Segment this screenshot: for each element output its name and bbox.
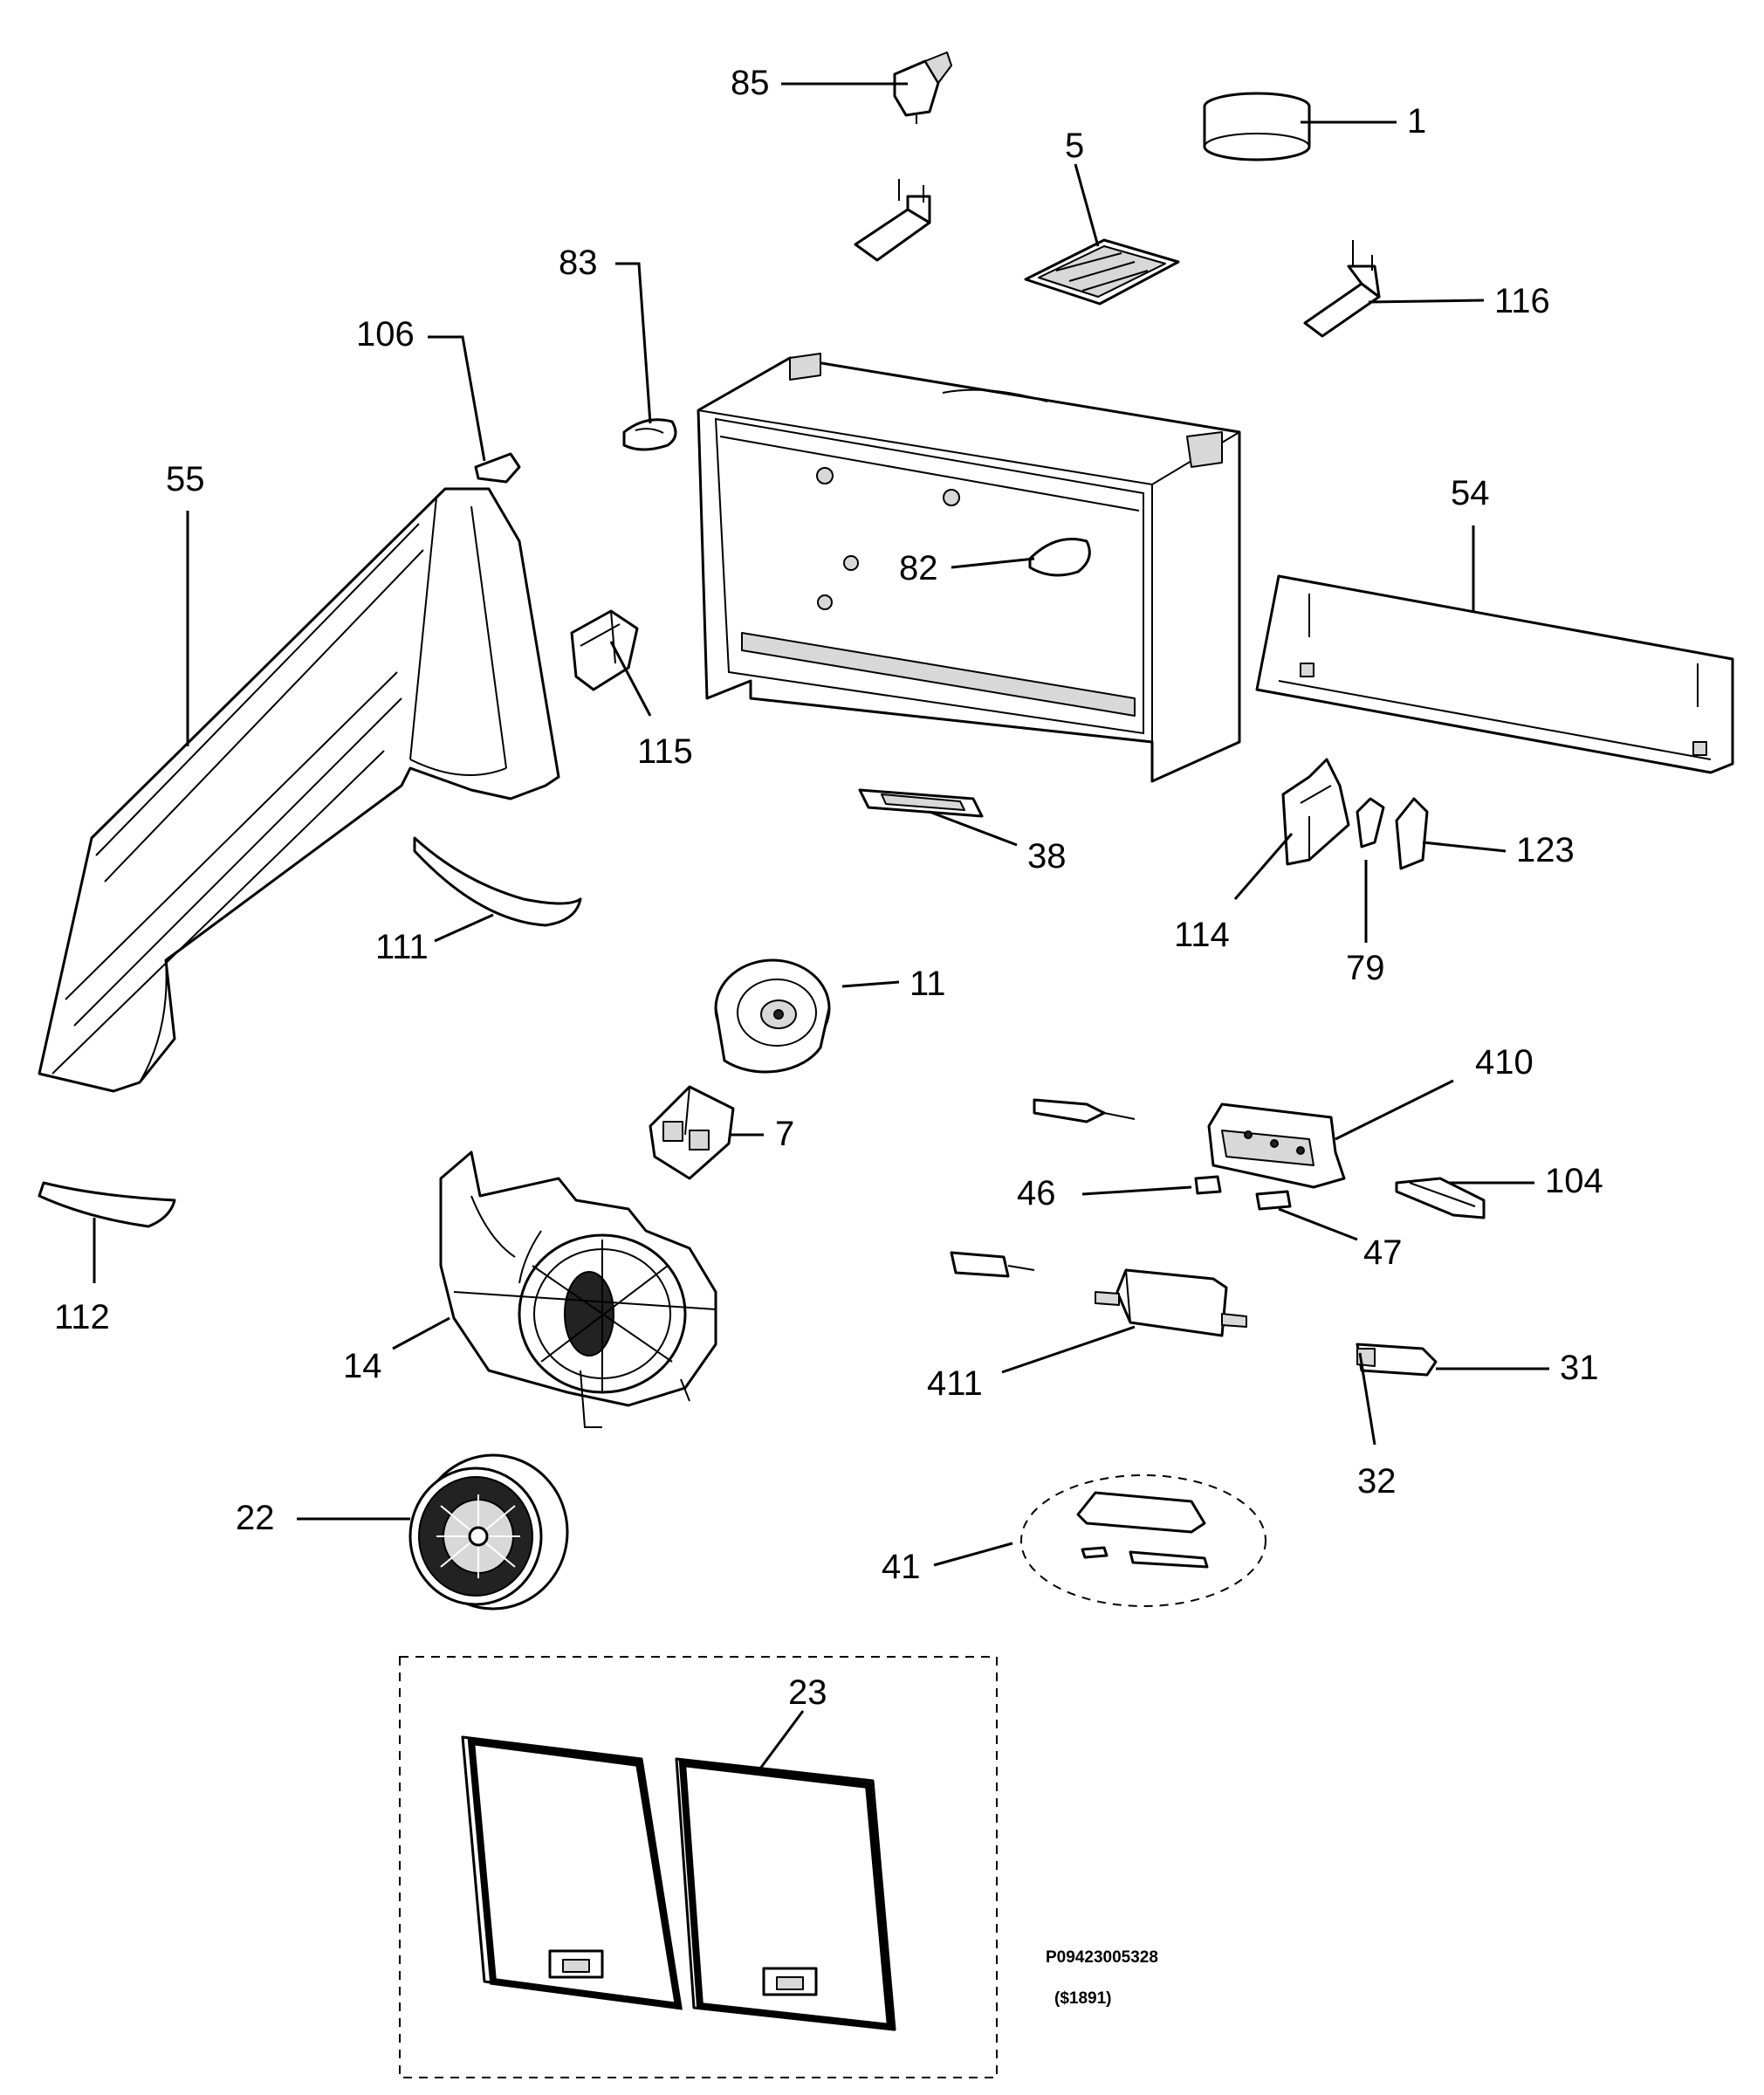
part-85-bracket — [893, 52, 952, 124]
callout-7: 7 — [775, 1115, 794, 1153]
leader-5 — [1074, 163, 1100, 247]
revision-code: ($1891) — [1054, 1989, 1112, 2008]
part-411-light-module — [1095, 1268, 1247, 1337]
callout-83: 83 — [559, 244, 598, 282]
leader-41 — [933, 1542, 1013, 1567]
leader-115 — [609, 641, 652, 717]
leader-411 — [1001, 1325, 1136, 1374]
part-82-clip — [1028, 538, 1091, 577]
callout-79: 79 — [1346, 949, 1385, 987]
callout-32: 32 — [1357, 1462, 1397, 1501]
callout-104: 104 — [1545, 1162, 1603, 1200]
leader-23 — [756, 1710, 805, 1773]
leader-114 — [1233, 833, 1294, 900]
leader-14 — [392, 1316, 450, 1350]
part-410-control-board — [1207, 1102, 1346, 1189]
part-54-front-panel — [1255, 574, 1734, 774]
part-14-blower — [439, 1151, 717, 1428]
callout-23: 23 — [788, 1673, 827, 1712]
part-106-clip — [474, 452, 521, 484]
drawing-number: P09423005328 — [1046, 1948, 1158, 1967]
callout-31: 31 — [1560, 1349, 1599, 1387]
callout-54: 54 — [1451, 474, 1490, 512]
callout-22: 22 — [236, 1499, 275, 1537]
callout-106: 106 — [356, 315, 415, 354]
part-22-blower-wheel — [408, 1453, 569, 1611]
callout-115: 115 — [637, 732, 693, 771]
leader-82 — [951, 557, 1035, 569]
callout-410: 410 — [1475, 1043, 1534, 1082]
part-7-switch-block — [649, 1085, 735, 1180]
callout-14: 14 — [343, 1347, 382, 1385]
callout-11: 11 — [909, 965, 946, 1003]
callout-411: 411 — [927, 1364, 983, 1403]
part-104-lamp — [1395, 1177, 1486, 1219]
callout-46: 46 — [1017, 1174, 1056, 1212]
leader-410 — [1335, 1079, 1454, 1141]
part-23-grease-filters — [399, 1656, 998, 2078]
part-11-fan-wheel — [714, 958, 831, 1074]
part-1-collar — [1203, 92, 1311, 161]
callout-114: 114 — [1174, 916, 1230, 954]
part-lamp-lower — [950, 1251, 1035, 1278]
part-111-trim — [413, 836, 582, 927]
part-hood-body — [697, 353, 1241, 783]
callout-82: 82 — [899, 549, 938, 587]
callout-116: 116 — [1494, 282, 1550, 320]
part-55-canopy — [38, 487, 560, 1093]
leader-116 — [1368, 299, 1485, 304]
part-lamp-upper — [1033, 1098, 1136, 1123]
leader-38 — [929, 810, 1018, 847]
callout-55: 55 — [166, 460, 205, 498]
callout-111: 111 — [375, 928, 429, 966]
leader-111 — [434, 913, 494, 943]
part-38-plate — [858, 788, 984, 818]
part-112-trim — [38, 1181, 176, 1228]
callout-112: 112 — [54, 1298, 110, 1336]
part-46-connector — [1194, 1175, 1222, 1195]
leader-83 — [615, 262, 652, 424]
leader-123 — [1422, 841, 1507, 853]
part-79-switch — [1356, 797, 1385, 848]
leader-46 — [1081, 1185, 1192, 1196]
callout-38: 38 — [1027, 837, 1067, 876]
leader-47 — [1278, 1207, 1358, 1241]
callout-47: 47 — [1363, 1233, 1403, 1272]
callout-123: 123 — [1516, 831, 1575, 869]
part-47-connector — [1255, 1190, 1292, 1211]
part-mount-bracket-left — [854, 179, 931, 262]
part-116-bracket — [1303, 240, 1381, 338]
callout-85: 85 — [731, 64, 770, 102]
part-115-bracket — [570, 609, 639, 691]
part-31-lamp-socket — [1356, 1343, 1438, 1377]
part-83-clip — [622, 418, 677, 451]
part-41-kit — [1020, 1474, 1266, 1607]
callout-41: 41 — [882, 1548, 921, 1586]
part-114-bracket — [1281, 758, 1350, 866]
callout-5: 5 — [1065, 127, 1084, 165]
part-5-grille — [1024, 238, 1180, 306]
leader-32 — [1358, 1352, 1376, 1446]
leader-11 — [841, 980, 900, 988]
leader-106 — [428, 335, 486, 462]
part-123-cover — [1395, 797, 1429, 870]
callout-1: 1 — [1407, 102, 1426, 141]
